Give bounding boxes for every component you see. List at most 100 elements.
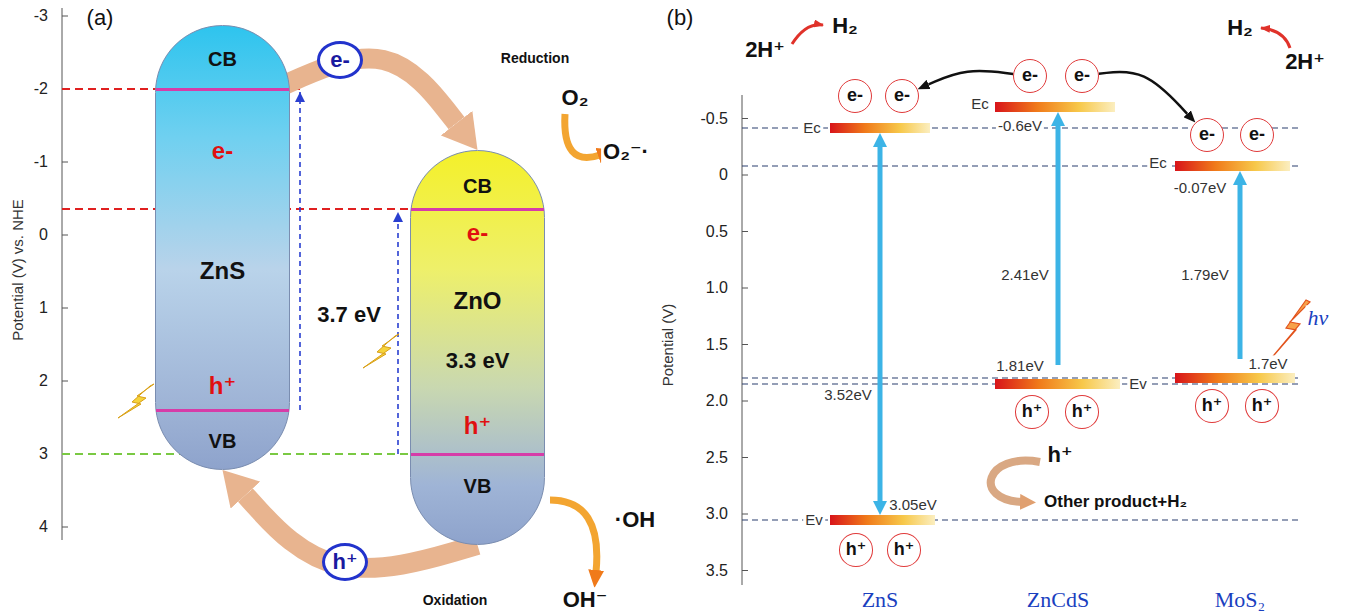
tick-mark xyxy=(742,175,748,176)
tick-mark xyxy=(742,231,748,232)
energy-value: 1.79eV xyxy=(1179,266,1231,283)
panel-label: (b) xyxy=(665,5,696,30)
axis-line xyxy=(62,8,63,540)
tick-mark xyxy=(742,457,748,458)
node-text: h⁺ xyxy=(1202,396,1223,416)
tick-mark xyxy=(62,308,68,309)
band-level-line xyxy=(411,453,544,456)
band-edge xyxy=(1175,373,1295,383)
band-edge xyxy=(830,515,935,525)
energy-value: Ev xyxy=(1127,375,1149,392)
species-label: 2H⁺ xyxy=(743,37,787,62)
node-text: h⁺ xyxy=(846,540,867,560)
gap-arrow xyxy=(299,92,301,410)
axis-tick-label: 1.5 xyxy=(704,335,730,353)
axis-tick-label: 2.5 xyxy=(704,448,730,466)
semiconductor-band: CBe-ZnSh⁺VB xyxy=(155,25,290,470)
axis-tick-label: 3.0 xyxy=(704,505,730,523)
carrier-circle: e- xyxy=(317,41,363,79)
carrier-circle: h⁺ xyxy=(1015,395,1050,429)
node-text: e- xyxy=(330,48,350,72)
tick-mark xyxy=(62,235,68,236)
energy-value: 1.7eV xyxy=(1246,355,1289,372)
node-text: VB xyxy=(464,475,492,497)
energy-value: Ec xyxy=(969,95,991,112)
gap-value: 3.7 eV xyxy=(315,302,383,327)
carrier-circle: h⁺ xyxy=(1245,389,1280,423)
band-level-line xyxy=(156,409,289,412)
energy-value: 2.41eV xyxy=(999,266,1051,283)
node-text: e- xyxy=(847,86,863,106)
axis-tick-label: 0.5 xyxy=(704,222,730,240)
panel-label: (a) xyxy=(85,5,116,30)
energy-value: 3.05eV xyxy=(887,496,939,513)
node-text: h⁺ xyxy=(1072,402,1093,422)
species-label: H₂ xyxy=(1225,15,1255,40)
axis-tick-label: 4 xyxy=(37,518,50,536)
material-name: ZnS xyxy=(860,587,901,612)
band-edge xyxy=(1175,161,1290,171)
species-label: O₂ xyxy=(560,85,591,110)
gap-arrow xyxy=(397,212,399,454)
node-text: CB xyxy=(463,175,492,197)
band-edge xyxy=(995,102,1115,112)
carrier-circle: e- xyxy=(1190,118,1224,152)
node-text: e- xyxy=(894,86,910,106)
tick-mark xyxy=(62,162,68,163)
node-text: h⁺ xyxy=(332,550,357,574)
level-line xyxy=(62,88,300,90)
axis-title: Potential (V) xyxy=(659,302,676,389)
axis-tick-label: 3.5 xyxy=(704,561,730,579)
reaction-arrow xyxy=(550,500,597,572)
axis-line xyxy=(742,95,743,585)
reaction-arrow xyxy=(991,461,1040,502)
material-name: ZnCdS xyxy=(1025,587,1091,612)
carrier-circle: e- xyxy=(885,79,919,113)
energy-value: -0.6eV xyxy=(996,117,1044,134)
species-label: O₂⁻· xyxy=(601,139,651,164)
tick-mark xyxy=(742,344,748,345)
carrier-circle: h⁺ xyxy=(1065,395,1100,429)
carrier-circle: e- xyxy=(1013,59,1047,93)
node-text: 3.3 eV xyxy=(446,349,510,373)
tick-mark xyxy=(62,16,68,17)
axis-tick-label: 3 xyxy=(37,445,50,463)
tick-mark xyxy=(62,381,68,382)
axis-tick-label: -2 xyxy=(32,80,50,98)
excitation-arrow xyxy=(1238,185,1243,359)
tick-mark xyxy=(742,288,748,289)
node-text: e- xyxy=(1249,125,1265,145)
energy-value: 3.52eV xyxy=(822,386,874,403)
axis-tick-label: 2 xyxy=(37,372,50,390)
energy-value: 1.81eV xyxy=(994,357,1046,374)
process-label: Oxidation xyxy=(421,592,490,608)
axis-tick-label: -0.5 xyxy=(698,109,730,127)
node-text: e- xyxy=(467,220,488,246)
tick-mark xyxy=(742,401,748,402)
axis-tick-label: 1 xyxy=(37,299,50,317)
lightning-symbol xyxy=(363,334,399,368)
axis-ticks xyxy=(742,119,748,571)
reaction-arrow xyxy=(792,25,823,44)
carrier-circle: e- xyxy=(838,79,872,113)
band-level-line xyxy=(156,88,289,91)
axis-tick-label: 1.0 xyxy=(704,279,730,297)
tick-mark xyxy=(742,118,748,119)
excitation-arrow xyxy=(878,147,883,501)
node-text: e- xyxy=(1199,125,1215,145)
energy-value: Ec xyxy=(1147,154,1169,171)
axis-ticks xyxy=(62,16,68,527)
carrier-circle: h⁺ xyxy=(1195,389,1230,423)
node-text: h⁺ xyxy=(1252,396,1273,416)
species-label: h⁺ xyxy=(1045,442,1074,467)
band-level-line xyxy=(411,208,544,211)
level-line xyxy=(742,519,1300,520)
species-label: H₂ xyxy=(830,13,860,38)
axis-title: Potential (V) vs. NHE xyxy=(9,197,26,343)
lightning-symbol xyxy=(1268,300,1310,362)
axis-tick-label: 0 xyxy=(717,166,730,184)
band-edge xyxy=(995,379,1120,389)
carrier-circle: h⁺ xyxy=(322,543,368,581)
carrier-circle: h⁺ xyxy=(887,533,922,567)
photon-label: hv xyxy=(1306,305,1331,330)
